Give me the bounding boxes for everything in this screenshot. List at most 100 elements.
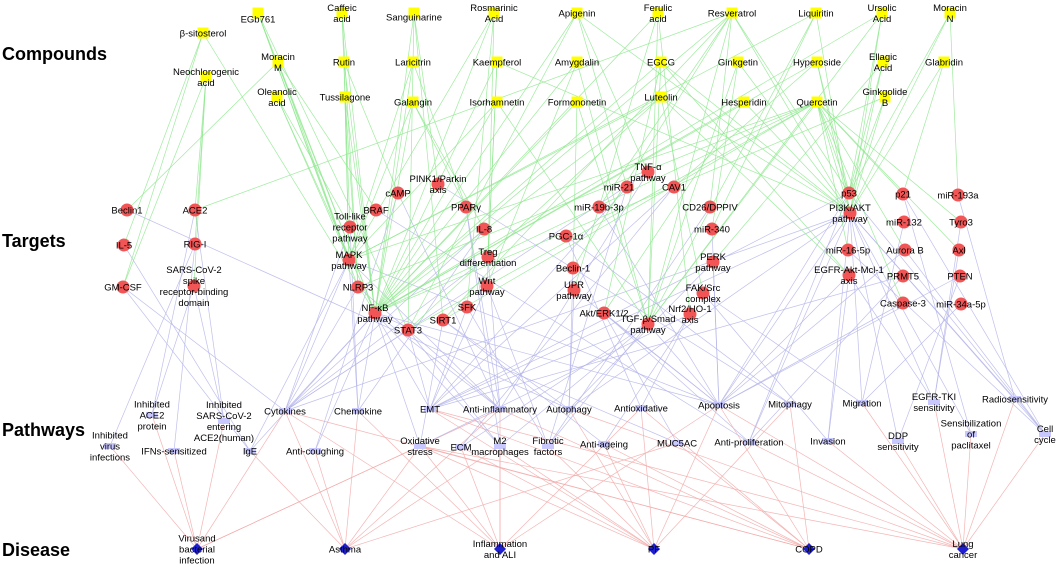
target-node-tgf[interactable] [641, 317, 655, 331]
target-node-mir21[interactable] [620, 180, 634, 194]
pathway-node-mitoph[interactable] [784, 401, 796, 407]
pathway-node-ddp[interactable] [892, 438, 904, 444]
target-node-casp3[interactable] [896, 296, 910, 310]
pathway-node-ecm[interactable] [455, 444, 467, 450]
target-node-ace2[interactable] [188, 203, 202, 217]
target-node-sfk[interactable] [460, 300, 474, 314]
target-node-rigi[interactable] [188, 237, 202, 251]
target-node-nrf2[interactable] [683, 307, 697, 321]
pathway-node-autoph[interactable] [563, 406, 575, 412]
pathway-node-apopt[interactable] [713, 402, 725, 408]
pathway-node-muc[interactable] [671, 440, 683, 446]
compound-node-morm[interactable] [272, 56, 284, 68]
target-node-sars[interactable] [187, 279, 201, 293]
target-node-akt[interactable] [597, 306, 611, 320]
pathway-node-fibro[interactable] [542, 443, 554, 449]
compound-node-urs[interactable] [876, 7, 888, 19]
compound-node-egb[interactable] [252, 7, 264, 19]
target-node-mir19[interactable] [592, 200, 606, 214]
target-node-pink[interactable] [431, 177, 445, 191]
target-node-cd26[interactable] [703, 200, 717, 214]
pathway-node-chem[interactable] [352, 408, 364, 414]
compound-node-api[interactable] [571, 7, 583, 19]
compound-node-ros[interactable] [488, 7, 500, 19]
pathway-node-radio[interactable] [1009, 396, 1021, 402]
target-node-gm[interactable] [116, 280, 130, 294]
compound-node-ell[interactable] [877, 56, 889, 68]
compound-node-gal[interactable] [407, 96, 419, 108]
disease-node-virus[interactable] [191, 543, 203, 555]
target-node-p53[interactable] [842, 186, 856, 200]
pathway-node-iace2[interactable] [146, 412, 158, 418]
pathway-node-ifns[interactable] [168, 448, 180, 454]
target-node-mir34[interactable] [954, 297, 968, 311]
pathway-node-cough[interactable] [309, 448, 321, 454]
disease-node-ali[interactable] [494, 543, 506, 555]
target-node-ppar[interactable] [459, 200, 473, 214]
compound-node-rut[interactable] [338, 56, 350, 68]
pathway-node-prolif[interactable] [743, 439, 755, 445]
disease-node-copd[interactable] [803, 543, 815, 555]
compound-node-amy[interactable] [571, 56, 583, 68]
pathway-node-egfrtki[interactable] [928, 399, 940, 405]
target-node-pi3k[interactable] [843, 206, 857, 220]
target-node-upr[interactable] [567, 283, 581, 297]
target-node-mir340[interactable] [705, 222, 719, 236]
pathway-node-cell[interactable] [1039, 431, 1051, 437]
compound-node-fer[interactable] [652, 7, 664, 19]
target-node-tnfa[interactable] [641, 165, 655, 179]
compound-node-liq[interactable] [810, 7, 822, 19]
compound-node-neo[interactable] [200, 71, 212, 83]
pathway-node-aging[interactable] [598, 441, 610, 447]
target-node-mir193[interactable] [951, 188, 965, 202]
target-node-il5[interactable] [117, 238, 131, 252]
target-node-sirt1[interactable] [436, 313, 450, 327]
pathway-node-pacl[interactable] [965, 431, 977, 437]
target-node-nlrp3[interactable] [351, 280, 365, 294]
disease-node-asthma[interactable] [339, 543, 351, 555]
compound-node-egcg[interactable] [655, 56, 667, 68]
pathway-node-inva[interactable] [822, 438, 834, 444]
target-node-bec1[interactable] [120, 203, 134, 217]
compound-node-lut[interactable] [655, 91, 667, 103]
target-node-pten[interactable] [953, 269, 967, 283]
target-node-egfr[interactable] [842, 268, 856, 282]
disease-node-pf[interactable] [648, 543, 660, 555]
pathway-node-emt[interactable] [424, 406, 436, 412]
compound-node-iso[interactable] [491, 96, 503, 108]
compound-node-for[interactable] [571, 96, 583, 108]
target-node-cav1[interactable] [667, 180, 681, 194]
target-node-camp[interactable] [391, 186, 405, 200]
target-node-mapk[interactable] [342, 253, 356, 267]
compound-node-morn[interactable] [944, 7, 956, 19]
target-node-aurb[interactable] [898, 243, 912, 257]
pathway-node-cyto[interactable] [279, 408, 291, 414]
compound-node-kae[interactable] [491, 56, 503, 68]
target-node-mir16[interactable] [841, 243, 855, 257]
compound-node-tus[interactable] [339, 91, 351, 103]
target-node-p21[interactable] [896, 187, 910, 201]
pathway-node-oxstr[interactable] [414, 443, 426, 449]
compound-node-caf[interactable] [336, 7, 348, 19]
compound-node-lar[interactable] [407, 56, 419, 68]
target-node-fak[interactable] [696, 286, 710, 300]
target-node-prmt5[interactable] [896, 269, 910, 283]
disease-node-lung[interactable] [957, 543, 969, 555]
compound-node-ole[interactable] [271, 91, 283, 103]
target-node-bec[interactable] [566, 261, 580, 275]
target-node-tlr[interactable] [343, 220, 357, 234]
pathway-node-ige[interactable] [244, 448, 256, 454]
pathway-node-antiinf[interactable] [494, 406, 506, 412]
target-node-nfkb[interactable] [368, 306, 382, 320]
compound-node-gik[interactable] [732, 56, 744, 68]
target-node-treg[interactable] [481, 250, 495, 264]
compound-node-bsi[interactable] [197, 27, 209, 39]
compound-node-hyp[interactable] [811, 56, 823, 68]
compound-node-que[interactable] [811, 96, 823, 108]
target-node-mir132[interactable] [897, 215, 911, 229]
compound-node-hes[interactable] [738, 96, 750, 108]
target-node-tyro3[interactable] [954, 215, 968, 229]
compound-node-gkb[interactable] [879, 91, 891, 103]
pathway-node-ivirus[interactable] [104, 443, 116, 449]
target-node-wnt[interactable] [480, 279, 494, 293]
